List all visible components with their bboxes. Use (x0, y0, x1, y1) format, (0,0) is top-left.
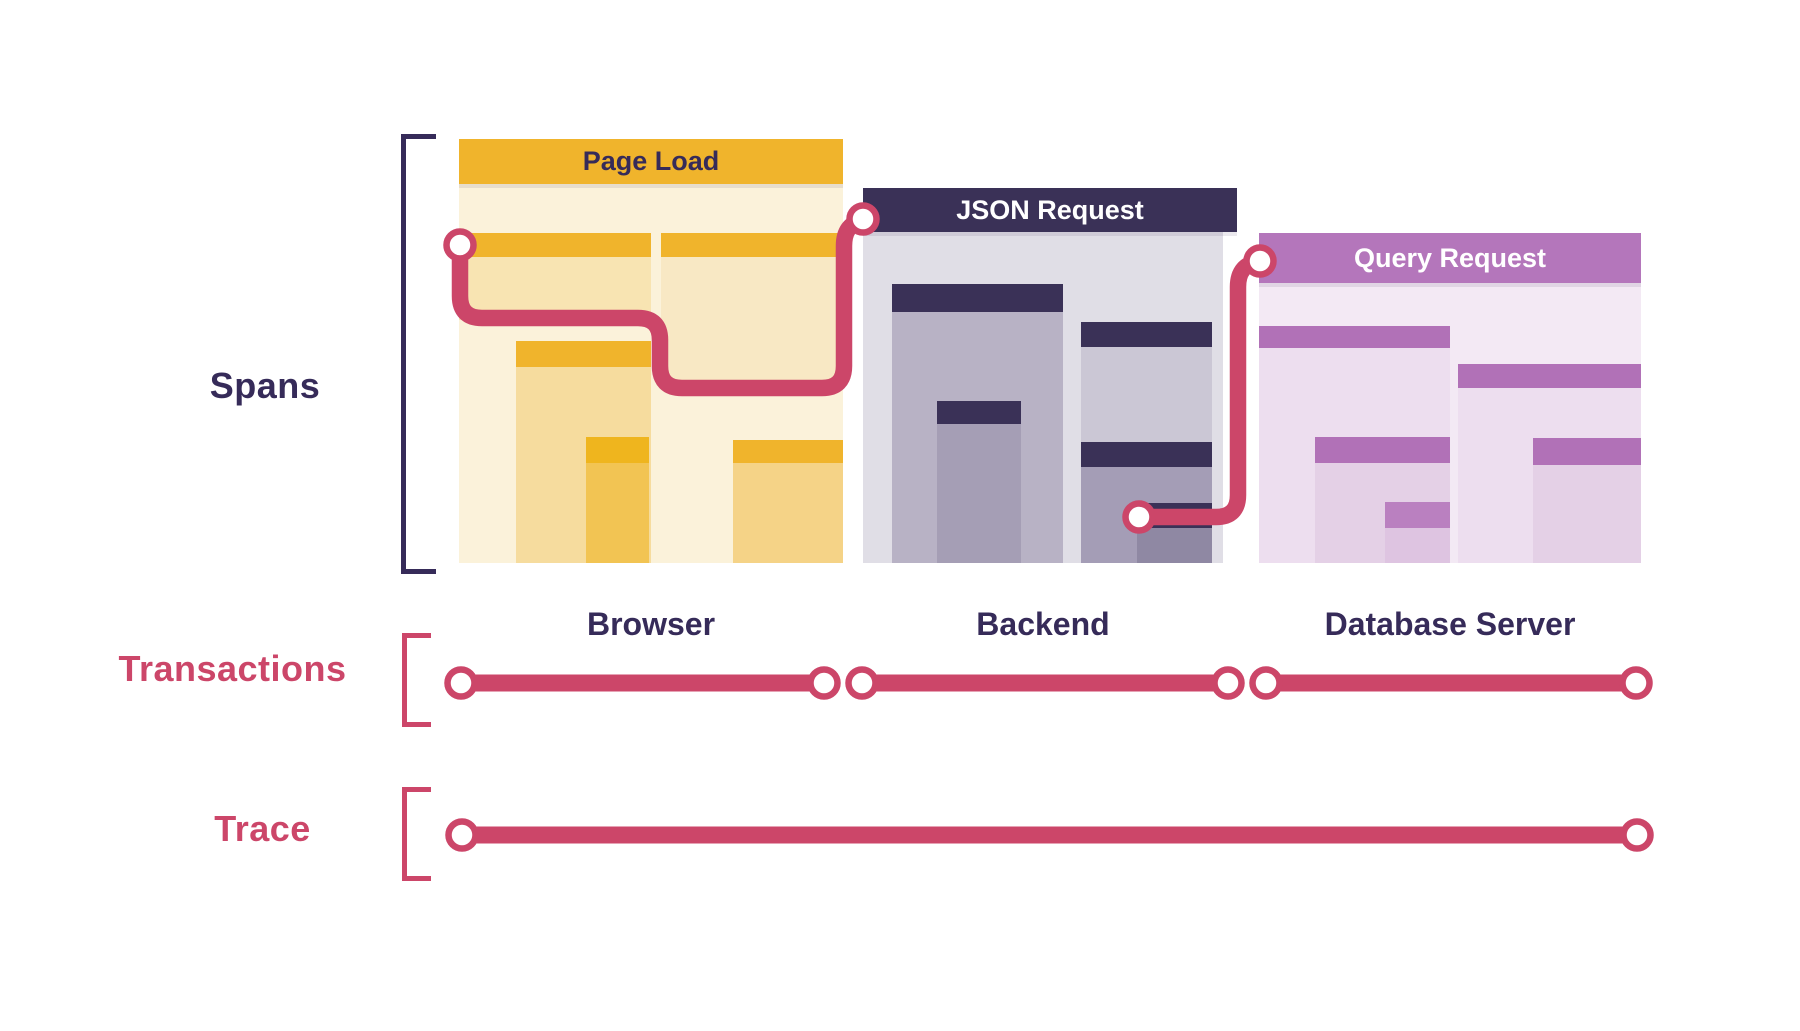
trace-start-node (445, 818, 479, 852)
browser-span-4-header (586, 437, 649, 463)
backend-span-3-body (1081, 347, 1212, 442)
browser-span-5-header (733, 440, 843, 463)
browser-panel: Page Load (459, 139, 843, 563)
browser-span-3-header (516, 341, 651, 367)
transaction-backend-end-node (1211, 666, 1245, 700)
json-request-transaction-header: JSON Request (863, 188, 1237, 232)
transactions-bracket (402, 633, 431, 727)
browser-span-5 (733, 440, 843, 563)
browser-span-2-body (661, 257, 843, 388)
backend-span-2 (937, 401, 1021, 563)
spans-bracket (401, 134, 436, 574)
backend-span-4-header (1081, 442, 1212, 467)
backend-span-3-header (1081, 322, 1212, 347)
backend-span-2-header (937, 401, 1021, 424)
browser-service-label: Browser (586, 606, 716, 642)
spans-row-label: Spans (209, 365, 321, 406)
trace-bracket (402, 787, 431, 881)
query-request-transaction-header: Query Request (1259, 233, 1641, 283)
browser-span-1-body (459, 257, 651, 320)
transaction-database-start-node (1249, 666, 1283, 700)
database-span-3-header (1385, 502, 1450, 528)
browser-span-4-body (586, 463, 649, 563)
database-span-3-body (1385, 528, 1450, 563)
browser-span-5-body (733, 463, 843, 563)
browser-span-1 (459, 233, 651, 320)
backend-service-label: Backend (976, 606, 1110, 642)
backend-span-5-body (1137, 528, 1212, 563)
browser-span-2-header (661, 233, 843, 257)
transactions-row-label: Transactions (118, 648, 347, 689)
backend-span-3 (1081, 322, 1212, 442)
database-span-2-header (1315, 437, 1450, 463)
browser-span-2 (661, 233, 843, 388)
database-span-3 (1385, 502, 1450, 563)
transaction-backend-start-node (845, 666, 879, 700)
backend-panel: JSON Request (863, 188, 1237, 563)
browser-span-1-header (459, 233, 651, 257)
page-load-transaction-header: Page Load (459, 139, 843, 184)
browser-span-4 (586, 437, 649, 563)
transaction-browser-end-node (807, 666, 841, 700)
database-service-label: Database Server (1324, 606, 1576, 642)
backend-span-5 (1137, 503, 1212, 563)
transaction-database-end-node (1619, 666, 1653, 700)
database-span-4-header (1458, 364, 1641, 388)
database-span-1-header (1259, 326, 1450, 348)
database-span-5 (1533, 438, 1641, 563)
trace-row-label: Trace (214, 808, 311, 849)
trace-end-node (1620, 818, 1654, 852)
backend-span-1-header (892, 284, 1063, 312)
backend-span-5-header (1137, 503, 1212, 528)
backend-span-2-body (937, 424, 1021, 563)
database-span-5-header (1533, 438, 1641, 465)
database-panel: Query Request (1259, 233, 1641, 563)
database-span-5-body (1533, 465, 1641, 563)
transaction-browser-start-node (444, 666, 478, 700)
